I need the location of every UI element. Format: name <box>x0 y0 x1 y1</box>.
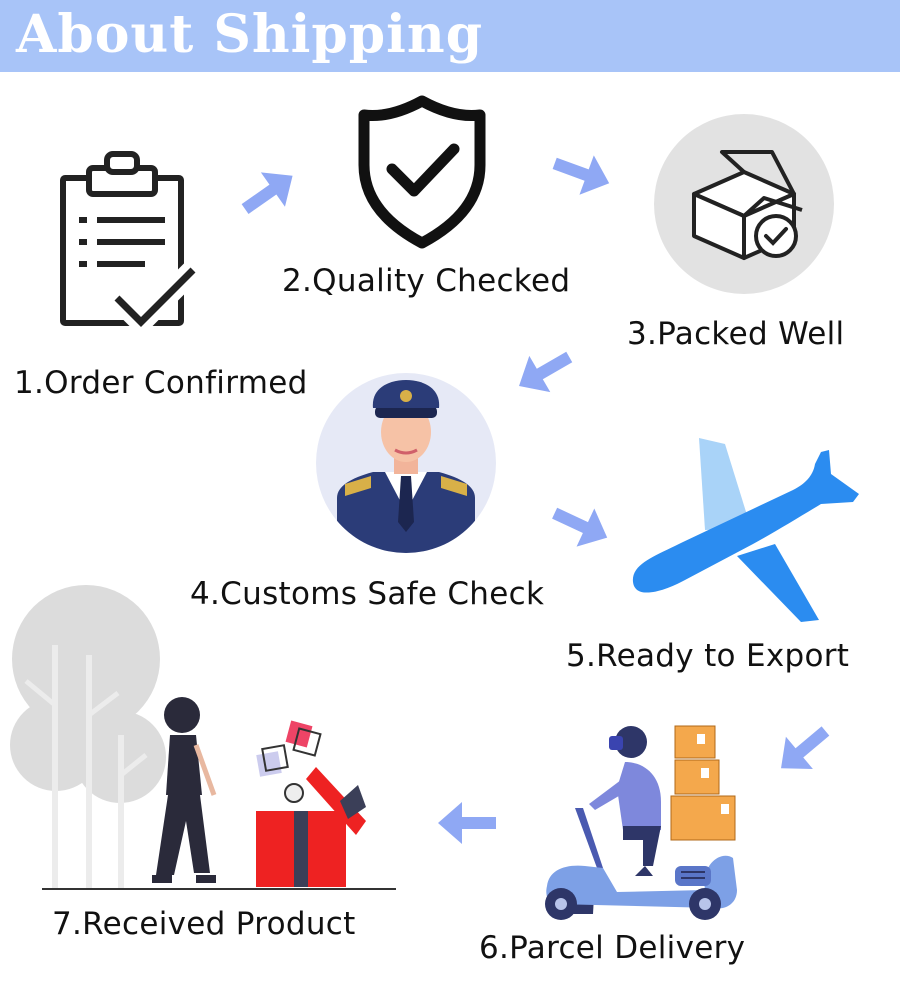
step-3-label: 3.Packed Well <box>627 316 845 352</box>
page-title: About Shipping <box>16 4 484 65</box>
arrow-icon <box>236 168 300 218</box>
scooter-courier-icon <box>545 725 737 920</box>
arrow-icon <box>513 346 577 396</box>
arrow-icon <box>438 802 496 844</box>
customs-officer-icon <box>316 373 496 553</box>
clipboard-check-icon <box>60 151 201 335</box>
airplane-icon <box>632 438 859 622</box>
arrow-icon <box>549 148 613 198</box>
arrow-icon <box>548 500 612 550</box>
step-6-label: 6.Parcel Delivery <box>479 930 746 966</box>
step-5-label: 5.Ready to Export <box>566 638 850 674</box>
gift-receiver-icon <box>10 585 396 890</box>
arrow-icon <box>772 724 836 774</box>
step-7-label: 7.Received Product <box>52 906 356 942</box>
header-banner: About Shipping <box>0 0 900 72</box>
step-4-label: 4.Customs Safe Check <box>190 576 545 612</box>
shield-check-icon <box>358 95 486 249</box>
step-2-label: 2.Quality Checked <box>282 263 571 299</box>
box-check-icon <box>654 114 834 294</box>
step-1-label: 1.Order Confirmed <box>14 365 308 401</box>
